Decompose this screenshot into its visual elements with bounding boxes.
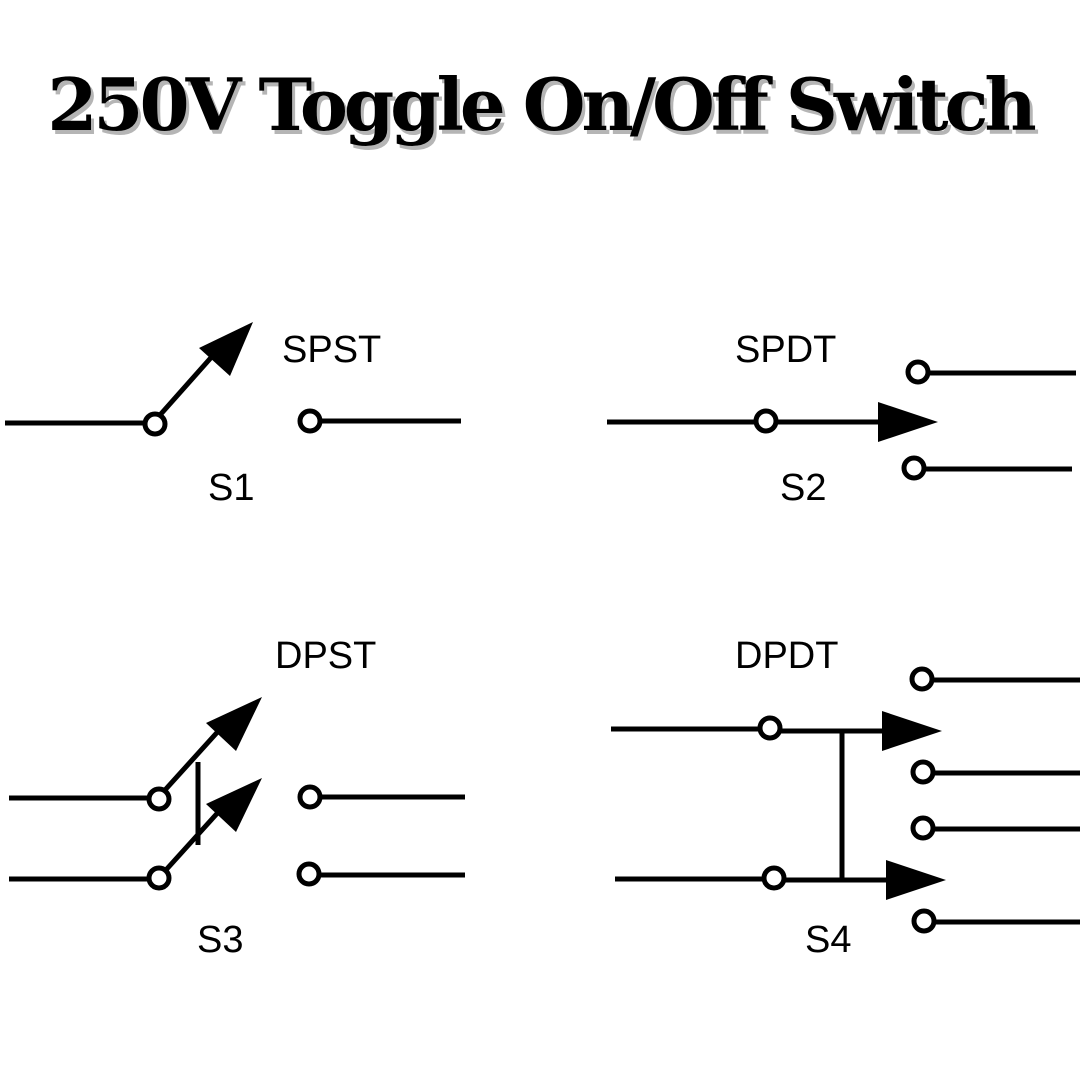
dpst-label: DPST <box>275 635 376 677</box>
dpdt-contact-terminal-2 <box>910 759 936 785</box>
s4-label: S4 <box>805 919 851 961</box>
dpst-upper-contact-terminal <box>297 784 323 810</box>
s1-label: S1 <box>208 467 254 509</box>
dpdt-contact-terminal-3 <box>910 815 936 841</box>
spdt-upper-terminal <box>905 359 931 385</box>
spst-label: SPST <box>282 329 381 371</box>
spst-pivot-terminal <box>142 411 168 437</box>
spst-blade <box>158 350 218 417</box>
dpdt-symbol: DPDT S4 <box>611 635 1080 961</box>
dpdt-label: DPDT <box>735 635 838 677</box>
dpst-symbol: DPST S3 <box>9 635 465 961</box>
dpdt-lower-pivot-terminal <box>761 865 787 891</box>
dpst-lower-arrowhead <box>206 778 262 832</box>
dpdt-lower-arrowhead <box>886 860 946 900</box>
spdt-lower-terminal <box>901 455 927 481</box>
dpdt-contact-terminal-1 <box>909 666 935 692</box>
spdt-arrowhead <box>878 402 938 442</box>
dpdt-upper-pivot-terminal <box>757 715 783 741</box>
spdt-label: SPDT <box>735 329 836 371</box>
dpst-lower-pivot-terminal <box>146 865 172 891</box>
spdt-symbol: SPDT S2 <box>607 329 1076 509</box>
spst-symbol: SPST S1 <box>5 322 461 509</box>
dpdt-contact-terminal-4 <box>911 908 937 934</box>
s2-label: S2 <box>780 467 826 509</box>
spdt-pivot-terminal <box>753 408 779 434</box>
dpst-lower-blade <box>163 806 224 873</box>
dpst-upper-arrowhead <box>206 697 262 751</box>
dpdt-upper-arrowhead <box>882 711 942 751</box>
dpst-lower-contact-terminal <box>296 861 322 887</box>
dpst-upper-blade <box>163 725 224 792</box>
spst-arrowhead <box>199 322 253 376</box>
dpst-upper-pivot-terminal <box>146 786 172 812</box>
page-title: 250V Toggle On/Off Switch <box>47 62 1036 147</box>
s3-label: S3 <box>197 919 243 961</box>
spst-contact-terminal <box>297 408 323 434</box>
